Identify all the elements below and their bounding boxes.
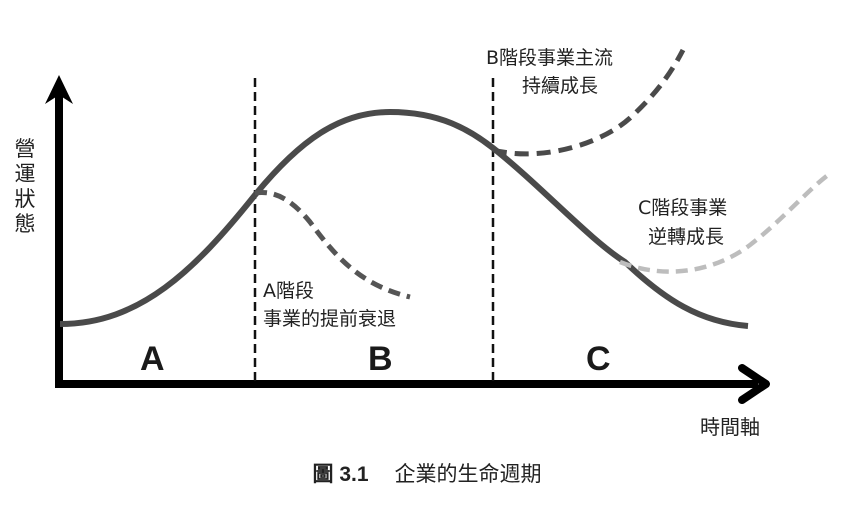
annotation-b-title: B階段事業主流 [486,47,614,69]
annotation-a-desc: 事業的提前衰退 [263,308,397,330]
branch-c-reversal-curve [619,173,830,274]
y-axis-arrow-icon [45,75,73,104]
figure-caption: 圖 3.1 企業的生命週期 [0,458,854,488]
main-lifecycle-curve [59,108,749,329]
annotation-c-desc: 逆轉成長 [648,226,725,248]
x-axis-label: 時間軸 [700,415,760,439]
zone-c-label: C [586,340,611,378]
annotation-c-title: C階段事業 [638,197,728,219]
branch-b-growth-curve [492,48,686,157]
zone-b-label: B [368,340,393,378]
branch-a-decline-curve [254,189,411,300]
figure-title: 企業的生命週期 [394,462,542,486]
x-axis-arrow-icon [738,364,770,404]
annotation-a-title: A階段 [263,280,314,302]
figure-number: 圖 3.1 [312,463,369,486]
zone-a-label: A [140,340,165,378]
annotation-b-desc: 持續成長 [522,75,599,97]
y-axis-label: 營運狀態 [14,137,36,236]
